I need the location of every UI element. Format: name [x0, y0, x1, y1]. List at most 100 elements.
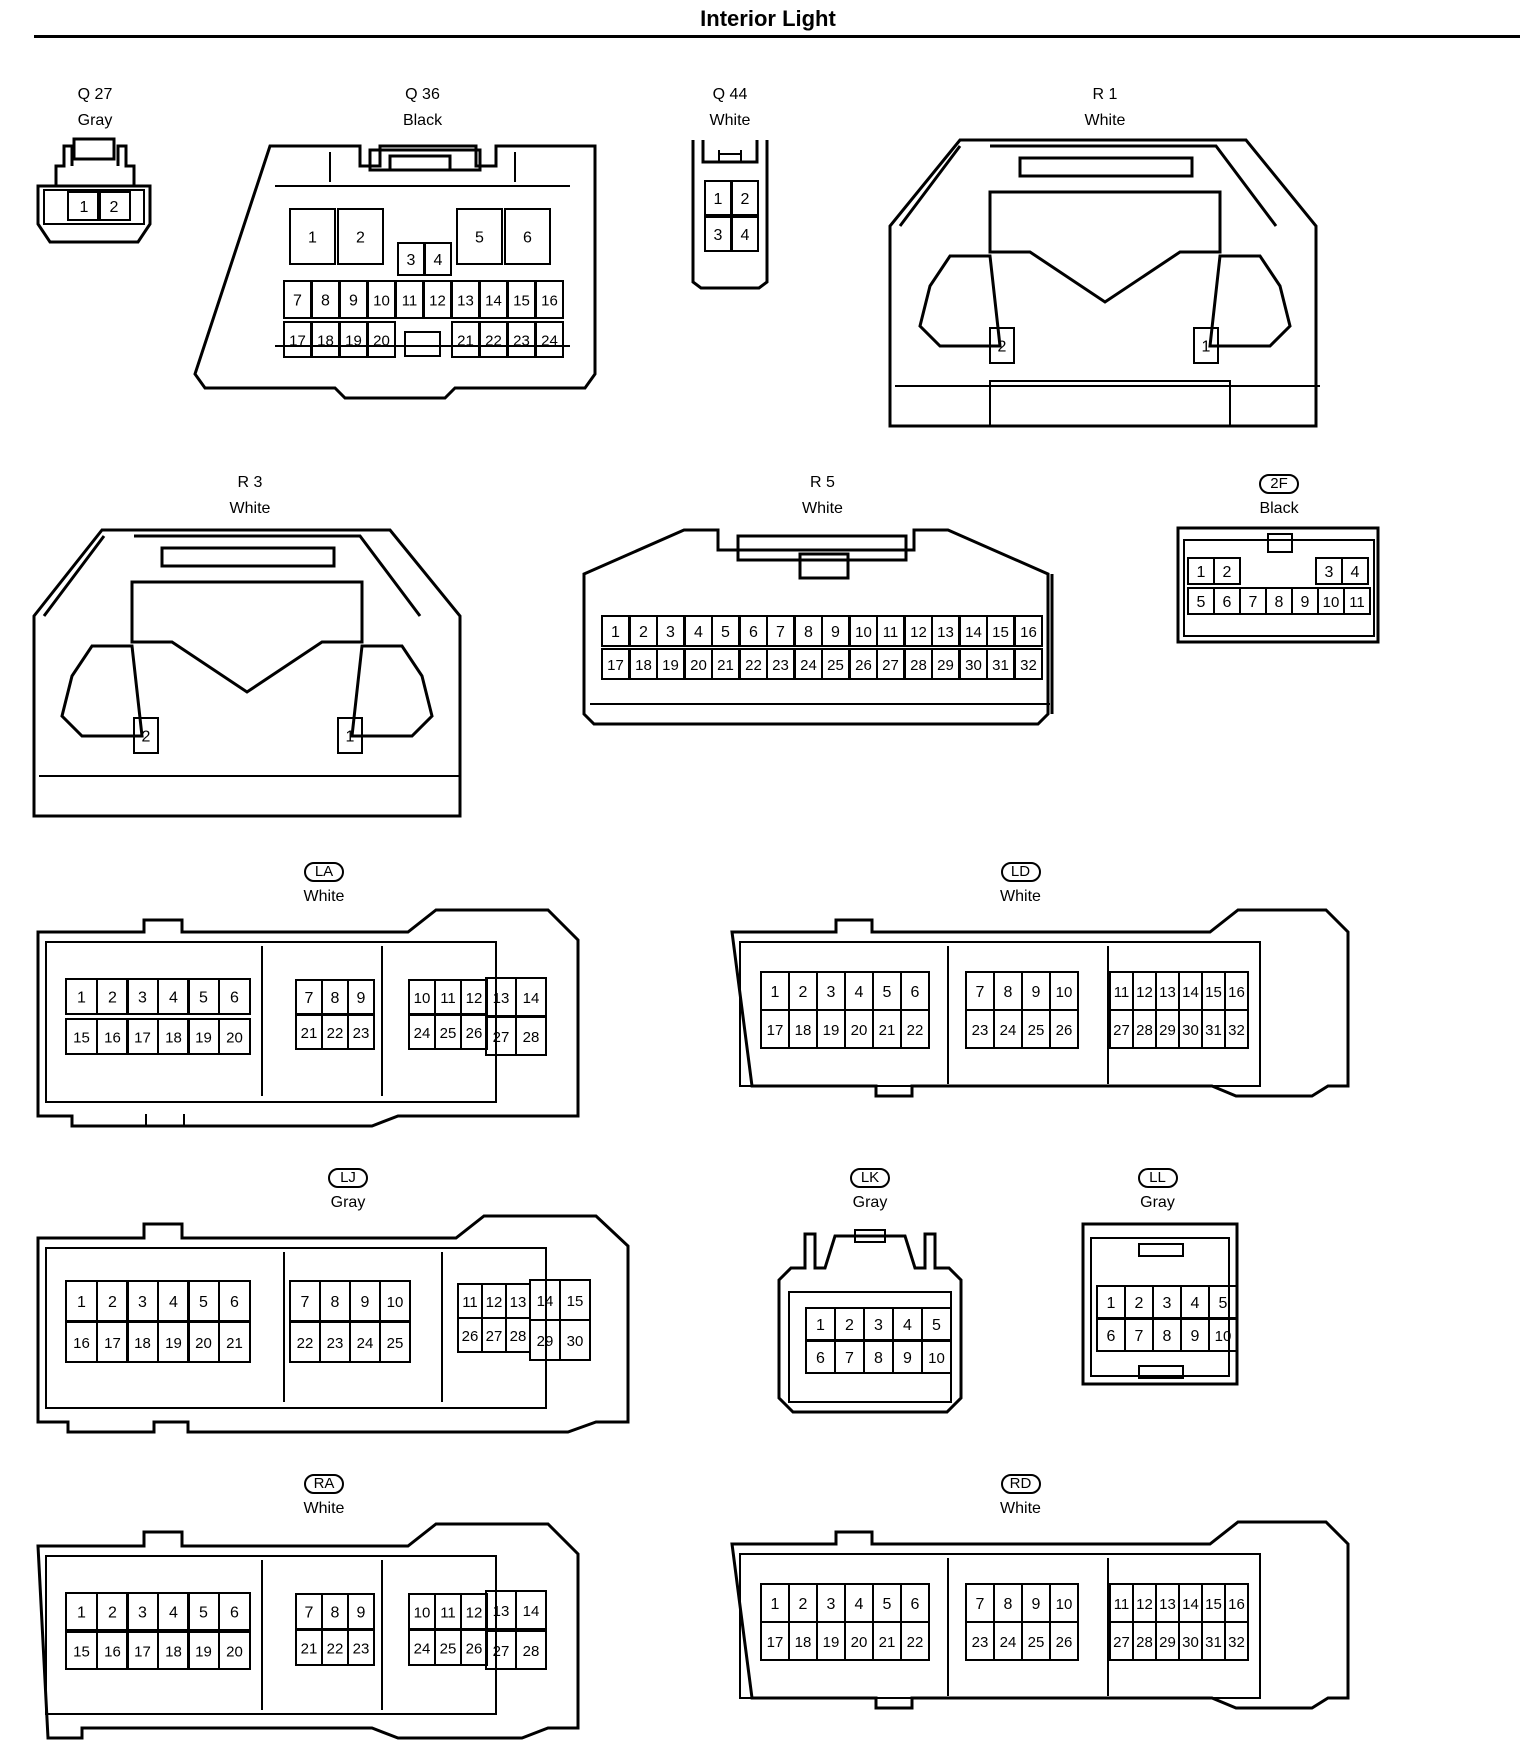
pin-terminal: 11	[434, 979, 462, 1015]
pin-number: 3	[138, 1294, 147, 1311]
pin-terminal: 6	[1213, 587, 1241, 615]
connector-id: LJ	[328, 1168, 368, 1188]
pin-number: 1	[816, 1317, 825, 1334]
pin-number: 18	[635, 657, 652, 674]
pin-terminal: 26	[1049, 1621, 1079, 1661]
connector-id: LK	[850, 1168, 890, 1188]
pin-terminal: 28	[505, 1317, 531, 1353]
pin-number: 2	[108, 1605, 117, 1622]
pin-terminal: 10	[379, 1280, 411, 1322]
pin-terminal: 1	[289, 208, 336, 265]
pin-number: 12	[466, 1605, 483, 1622]
pin-terminal: 8	[1152, 1318, 1182, 1352]
pin-terminal: 23	[319, 1321, 351, 1363]
pin-terminal: 17	[96, 1321, 129, 1363]
pin-number: 26	[1056, 1634, 1073, 1651]
pin-terminal: 28	[1132, 1621, 1157, 1661]
pin-terminal: 2	[96, 1592, 129, 1631]
pin-terminal: 29	[1155, 1621, 1180, 1661]
pin-number: 6	[1223, 594, 1232, 611]
pin-number: 8	[1004, 984, 1013, 1001]
pin-terminal: 10	[1208, 1318, 1238, 1352]
pin-terminal: 1	[1096, 1285, 1126, 1319]
pin-terminal: 15	[1201, 971, 1226, 1011]
pin-terminal: 3	[816, 1583, 846, 1623]
pin-number: 10	[855, 624, 872, 641]
pin-number: 19	[165, 1335, 182, 1352]
pin-number: 28	[523, 1029, 540, 1046]
pin-terminal: 19	[157, 1321, 190, 1363]
pin-number: 6	[230, 990, 239, 1007]
pin-terminal: 5	[921, 1307, 952, 1341]
connector-color: Gray	[852, 1194, 888, 1211]
pin-terminal: 8	[321, 979, 349, 1015]
pin-terminal: 21	[218, 1321, 251, 1363]
pin-terminal: 23	[347, 1014, 375, 1050]
pin-number: 11	[1114, 1596, 1130, 1613]
pin-number: 25	[1028, 1022, 1045, 1039]
pin-terminal: 21	[711, 648, 740, 680]
pin-number: 32	[1228, 1022, 1245, 1039]
pin-number: 3	[827, 1596, 836, 1613]
pin-number: 2	[998, 339, 1007, 356]
pin-terminal: 22	[321, 1629, 349, 1666]
pin-terminal: 24	[993, 1621, 1023, 1661]
pin-number: 17	[104, 1335, 121, 1352]
pin-terminal: 30	[1178, 1009, 1203, 1049]
pin-number: 5	[721, 624, 730, 641]
connector-id: RA	[304, 1474, 344, 1494]
page-title: Interior Light	[700, 6, 836, 31]
pin-terminal: 12	[1132, 1583, 1157, 1623]
pin-number: 8	[321, 293, 330, 310]
pin-terminal: 19	[816, 1621, 846, 1661]
pin-terminal: 14	[515, 977, 547, 1017]
pin-terminal: 1	[65, 1280, 98, 1322]
pin-terminal: 5	[872, 1583, 902, 1623]
pin-terminal: 20	[218, 1018, 251, 1055]
pin-number: 19	[662, 657, 679, 674]
pin-terminal: 4	[892, 1307, 923, 1341]
pin-number: 2	[108, 990, 117, 1007]
pin-terminal: 11	[1109, 971, 1134, 1011]
pin-terminal: 4	[684, 615, 713, 647]
pin-terminal: 7	[766, 615, 795, 647]
pin-terminal: 2	[133, 717, 159, 754]
pin-terminal: 10	[1317, 587, 1345, 615]
pin-number: 6	[1107, 1328, 1116, 1345]
pin-terminal: 5	[187, 978, 220, 1015]
pin-number: 10	[1056, 1596, 1073, 1613]
pin-terminal: 23	[347, 1629, 375, 1666]
pin-terminal: 16	[1014, 615, 1043, 647]
pin-number: 2	[110, 199, 119, 216]
pin-number: 6	[523, 230, 532, 247]
pin-terminal: 30	[559, 1319, 591, 1361]
pin-number: 27	[493, 1029, 510, 1046]
pin-terminal: 3	[126, 1280, 159, 1322]
pin-number: 10	[1215, 1328, 1232, 1345]
pin-number: 14	[965, 624, 982, 641]
pin-terminal: 10	[1049, 1583, 1079, 1623]
pin-number: 13	[457, 293, 474, 310]
pin-number: 14	[1182, 984, 1199, 1001]
connector-id: LL	[1137, 1168, 1178, 1188]
pin-number: 10	[1323, 594, 1340, 611]
pin-terminal: 8	[1265, 587, 1293, 615]
pin-number: 2	[1223, 564, 1232, 581]
pin-terminal: 25	[1021, 1009, 1051, 1049]
pin-number: 7	[1249, 594, 1258, 611]
pin-terminal: 31	[1201, 1621, 1226, 1661]
pin-terminal: 17	[283, 321, 312, 358]
pin-number: 1	[346, 729, 355, 746]
pin-terminal: 1	[1187, 557, 1215, 585]
pin-number: 17	[767, 1022, 784, 1039]
pin-number: 23	[513, 333, 530, 350]
pin-number: 1	[80, 199, 89, 216]
pin-number: 20	[851, 1634, 868, 1651]
pin-number: 22	[297, 1335, 314, 1352]
pin-number: 2	[845, 1317, 854, 1334]
pin-number: 21	[879, 1634, 896, 1651]
pin-terminal: 15	[65, 1018, 98, 1055]
pin-terminal: 23	[965, 1009, 995, 1049]
